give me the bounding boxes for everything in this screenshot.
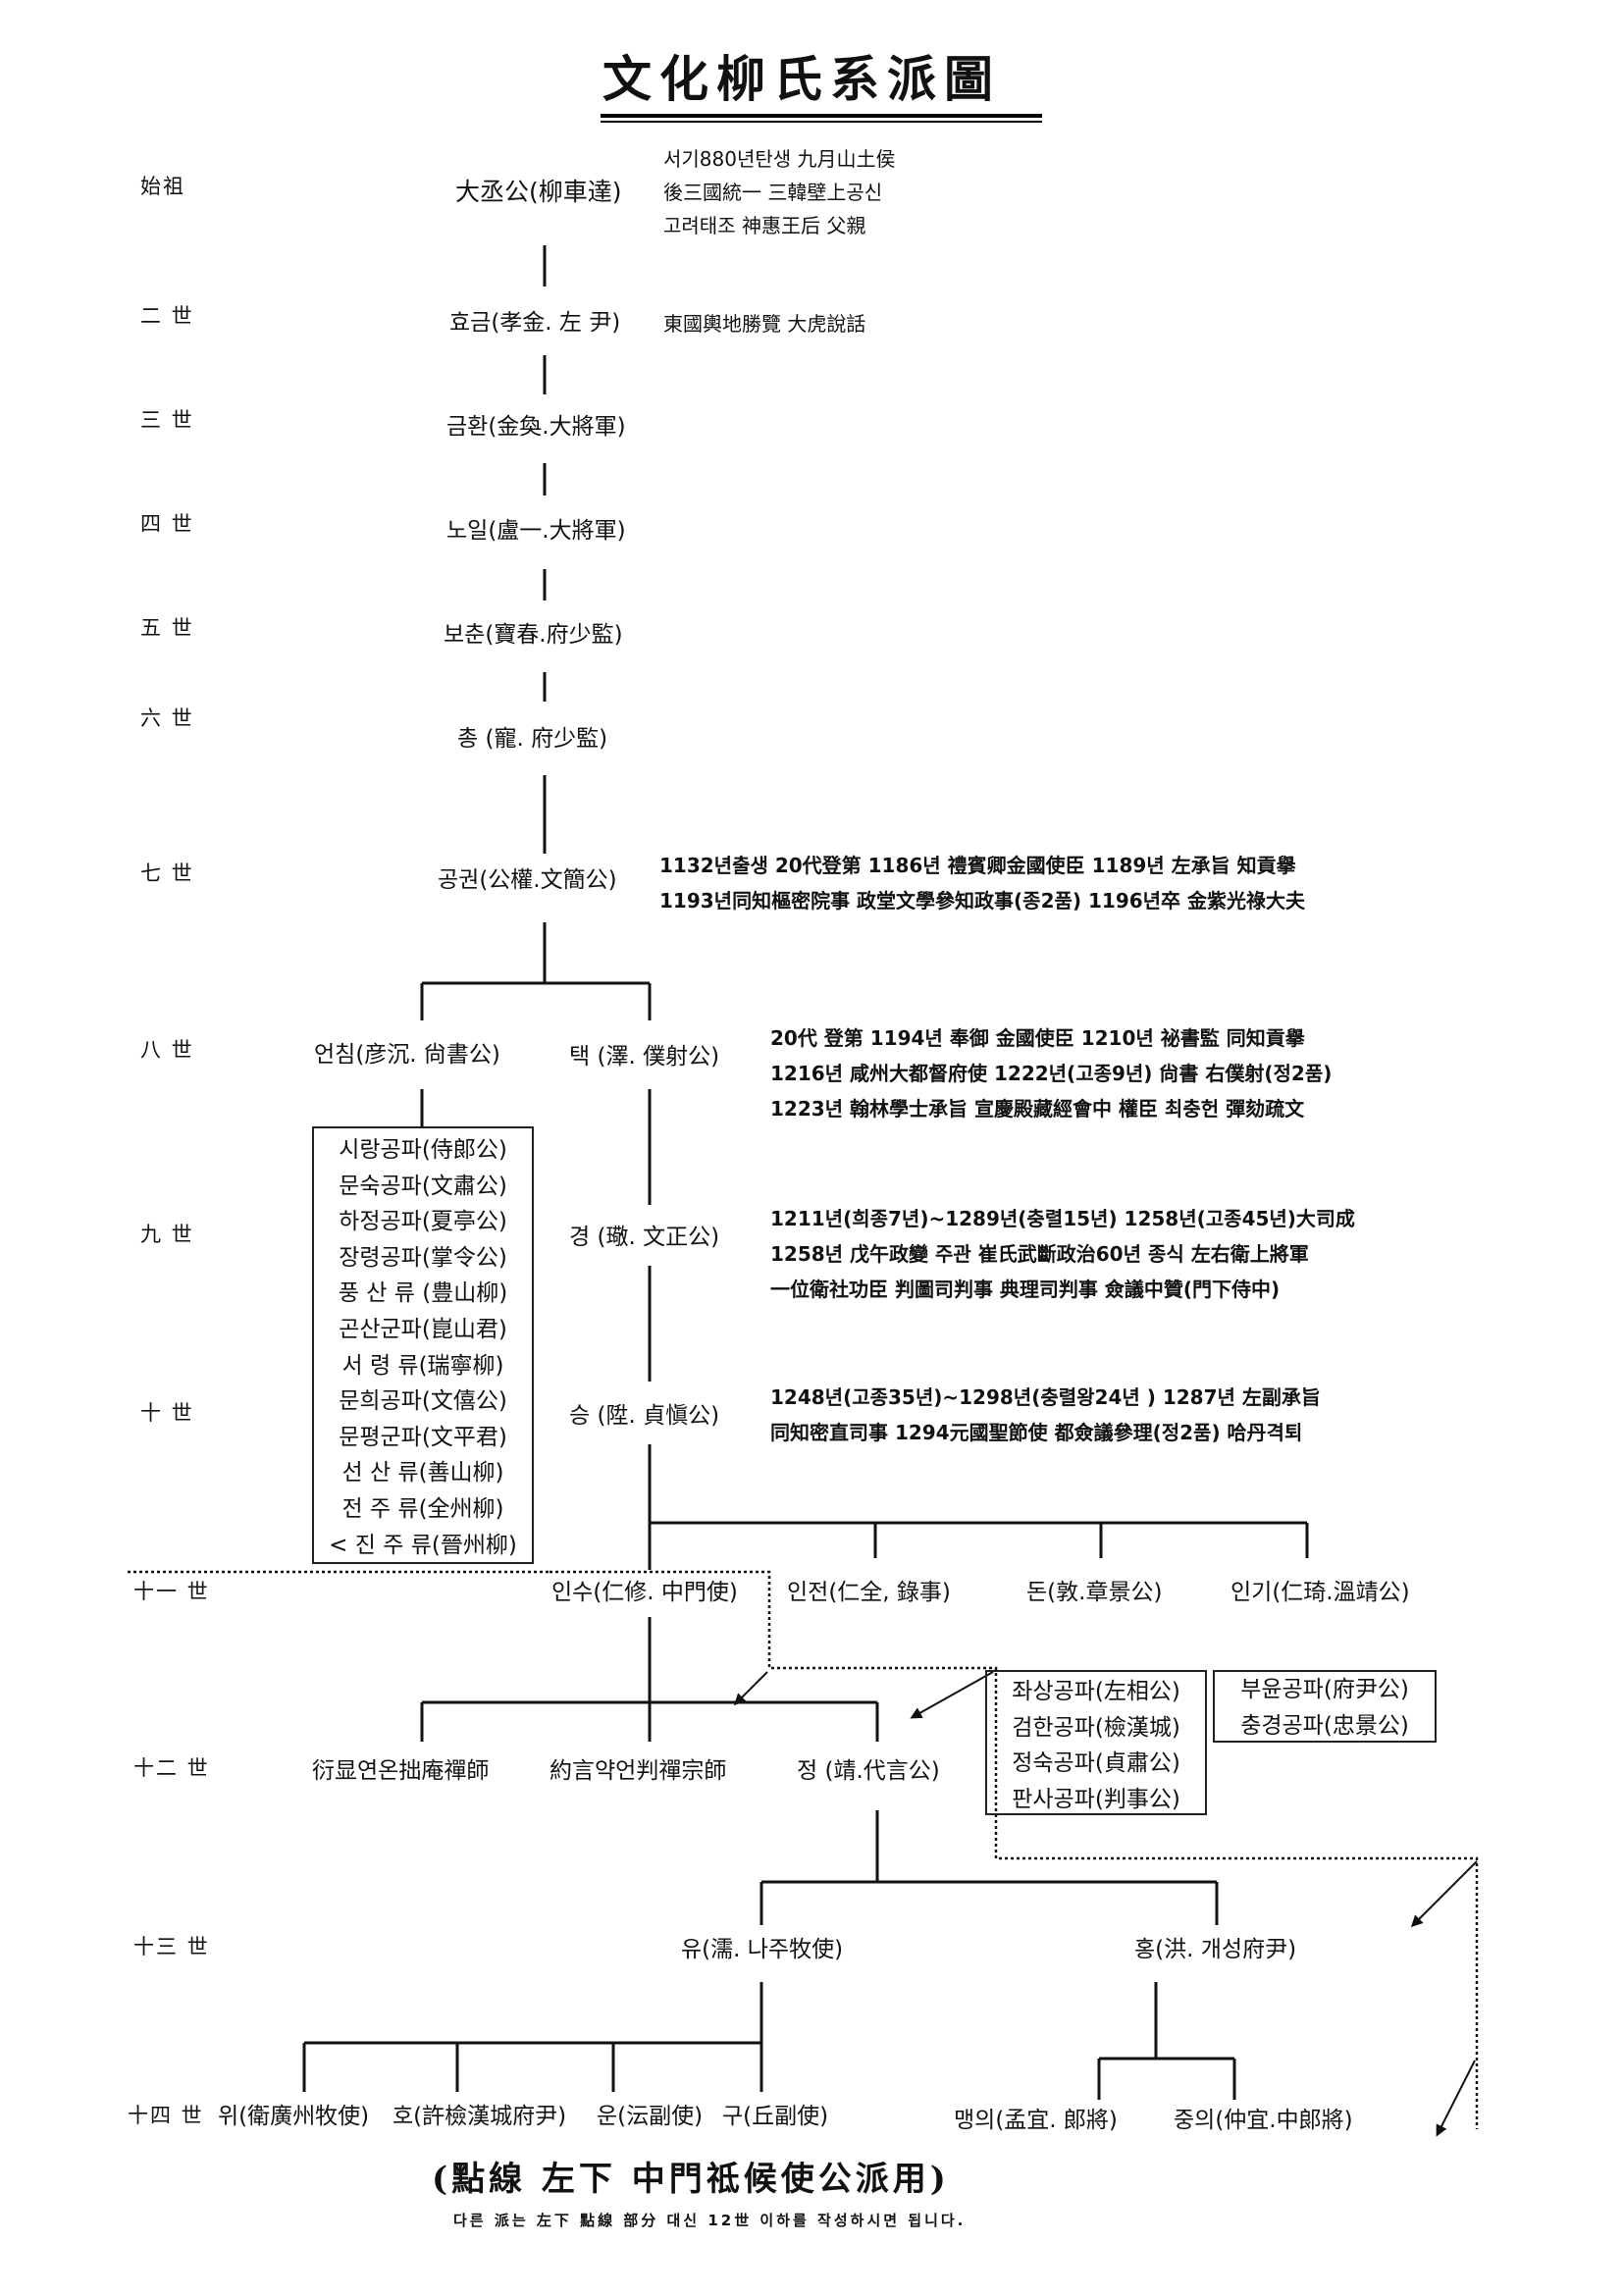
note-gyeong-2: 1258년 戊午政變 주관 崔氏武斷政治60년 종식 左右衛上將軍 xyxy=(770,1242,1309,1266)
branch-item: 정숙공파(貞肅公) xyxy=(1012,1750,1180,1777)
person-gu: 구(丘副使) xyxy=(722,2104,829,2129)
footer-caption: (點線 左下 中門祗候使公派用) xyxy=(432,2160,950,2199)
title-underline xyxy=(601,114,1042,118)
generation-label-11: 十一 世 xyxy=(133,1580,210,1603)
person-gyeong: 경 (璥. 文正公) xyxy=(569,1225,720,1250)
person-un: 운(沄副使) xyxy=(597,2104,704,2129)
generation-label-3: 三 世 xyxy=(140,408,194,432)
person-noil: 노일(盧一.大將軍) xyxy=(446,518,626,544)
note-seung-1: 1248년(고종35년)~1298년(충렬왕24년 ) 1287년 左副承旨 xyxy=(770,1385,1321,1409)
branch-item: 문평군파(文平君) xyxy=(339,1424,507,1450)
person-gonggwon: 공권(公權.文簡公) xyxy=(438,867,617,893)
branch-item: 서 령 류(瑞寧柳) xyxy=(341,1352,504,1379)
person-wi: 위(衛廣州牧使) xyxy=(218,2104,370,2129)
branch-item: 전 주 류(全州柳) xyxy=(341,1495,504,1522)
person-jungui: 중의(仲宜.中郞將) xyxy=(1174,2108,1353,2133)
person-seung: 승 (陞. 貞愼公) xyxy=(569,1403,720,1429)
branch-item: 부윤공파(府尹公) xyxy=(1240,1677,1409,1702)
branch-box-ingi: 부윤공파(府尹公) 충경공파(忠景公) xyxy=(1213,1670,1437,1743)
person-yu: 유(濡. 나주牧使) xyxy=(681,1937,844,1962)
person-eonchim: 언침(彦沉. 尙書公) xyxy=(314,1042,500,1068)
note-founder-3: 고려태조 神惠王后 父親 xyxy=(663,214,866,237)
generation-label-4: 四 世 xyxy=(140,512,194,536)
generation-label-2: 二 世 xyxy=(140,304,194,328)
branch-item: 충경공파(忠景公) xyxy=(1240,1712,1409,1739)
branch-item: 곤산군파(崑山君) xyxy=(339,1316,507,1342)
branch-item: 문희공파(文僖公) xyxy=(339,1388,507,1415)
generation-label-6: 六 世 xyxy=(140,706,194,730)
branch-item: 시랑공파(侍郞公) xyxy=(339,1137,507,1163)
note-gyeong-3: 一位衛社功臣 判圖司判事 典理司判事 僉議中贊(門下侍中) xyxy=(770,1278,1281,1301)
generation-label-9: 九 世 xyxy=(140,1223,194,1246)
branch-item: 문숙공파(文肅公) xyxy=(339,1173,507,1199)
branch-item: 풍 산 류 (豊山柳) xyxy=(338,1280,508,1307)
person-geumhwan: 금환(金奐.大將軍) xyxy=(446,414,626,440)
generation-label-12: 十二 世 xyxy=(133,1756,210,1780)
person-taek: 택 (澤. 僕射公) xyxy=(569,1044,720,1070)
note-gyeong-1: 1211년(희종7년)~1289년(충렬15년) 1258년(고종45년)大司成 xyxy=(770,1207,1355,1230)
person-hyogeum: 효금(孝金. 左 尹) xyxy=(449,310,621,336)
person-maengui: 맹의(孟宜. 郞將) xyxy=(954,2108,1118,2133)
person-ingi: 인기(仁琦.溫靖公) xyxy=(1230,1580,1410,1605)
note-taek-1: 20代 登第 1194년 奉御 金國使臣 1210년 祕書監 同知貢擧 xyxy=(770,1026,1305,1050)
branch-item: 장령공파(掌令公) xyxy=(339,1244,507,1271)
branch-box-eonchim: 시랑공파(侍郞公) 문숙공파(文肅公) 하정공파(夏亭公) 장령공파(掌令公) … xyxy=(312,1126,534,1564)
note-taek-3: 1223년 翰林學士承旨 宣慶殿藏經會中 權臣 최충헌 彈劾疏文 xyxy=(770,1097,1305,1121)
note-gonggwon-1: 1132년출생 20代登第 1186년 禮賓卿金國使臣 1189년 左承旨 知貢… xyxy=(659,854,1296,877)
branch-item: < 진 주 류(晉州柳) xyxy=(329,1532,517,1558)
note-founder-1: 서기880년탄생 九月山土侯 xyxy=(663,147,896,171)
person-insu: 인수(仁修. 中門使) xyxy=(551,1580,738,1605)
branch-box-don: 좌상공파(左相公) 검한공파(檢漢城) 정숙공파(貞肅公) 판사공파(判事公) xyxy=(985,1670,1207,1815)
branch-item: 판사공파(判事公) xyxy=(1012,1786,1180,1812)
generation-label-14: 十四 世 xyxy=(128,2104,204,2127)
person-don: 돈(敦.章景公) xyxy=(1026,1580,1163,1605)
page-title: 文化柳氏系派圖 xyxy=(602,50,1001,108)
person-founder: 大丞公(柳車達) xyxy=(455,178,622,206)
footnote: 다른 派는 左下 點線 部分 대신 12世 이하를 작성하시면 됩니다. xyxy=(453,2212,967,2229)
person-chong: 총 (寵. 府少監) xyxy=(457,726,608,752)
generation-label-8: 八 世 xyxy=(140,1038,194,1062)
title-underline-2 xyxy=(601,121,1042,123)
person-yeoneon: 衍显연온拙庵禪師 xyxy=(312,1758,490,1784)
generation-label-10: 十 世 xyxy=(140,1401,194,1425)
branch-item: 선 산 류(善山柳) xyxy=(341,1460,504,1487)
note-gonggwon-2: 1193년同知樞密院事 政堂文學參知政事(종2품) 1196년卒 金紫光祿大夫 xyxy=(659,889,1306,913)
person-bochun: 보춘(寶春.府少監) xyxy=(444,622,623,648)
branch-item: 검한공파(檢漢城) xyxy=(1012,1714,1180,1741)
branch-item: 하정공파(夏亭公) xyxy=(339,1209,507,1235)
note-hyogeum: 東國輿地勝覽 大虎說話 xyxy=(663,312,866,336)
person-yageon: 約言약언判禪宗師 xyxy=(550,1758,727,1784)
generation-label-1: 始祖 xyxy=(140,175,185,198)
person-jeong: 정 (靖.代言公) xyxy=(797,1758,940,1784)
note-taek-2: 1216년 咸州大都督府使 1222년(고종9년) 尙書 右僕射(정2품) xyxy=(770,1062,1333,1085)
generation-label-13: 十三 世 xyxy=(133,1935,210,1958)
person-hong: 홍(洪. 개성府尹) xyxy=(1134,1937,1297,1962)
branch-item: 좌상공파(左相公) xyxy=(1012,1679,1180,1704)
note-seung-2: 同知密直司事 1294元國聖節使 都僉議參理(정2품) 哈丹격퇴 xyxy=(770,1421,1303,1444)
person-ho: 호(許檢漢城府尹) xyxy=(393,2104,567,2129)
note-founder-2: 後三國統一 三韓壁上공신 xyxy=(663,181,883,204)
generation-label-7: 七 世 xyxy=(140,861,194,885)
person-injeon: 인전(仁全, 錄事) xyxy=(787,1580,951,1605)
generation-label-5: 五 世 xyxy=(140,616,194,640)
